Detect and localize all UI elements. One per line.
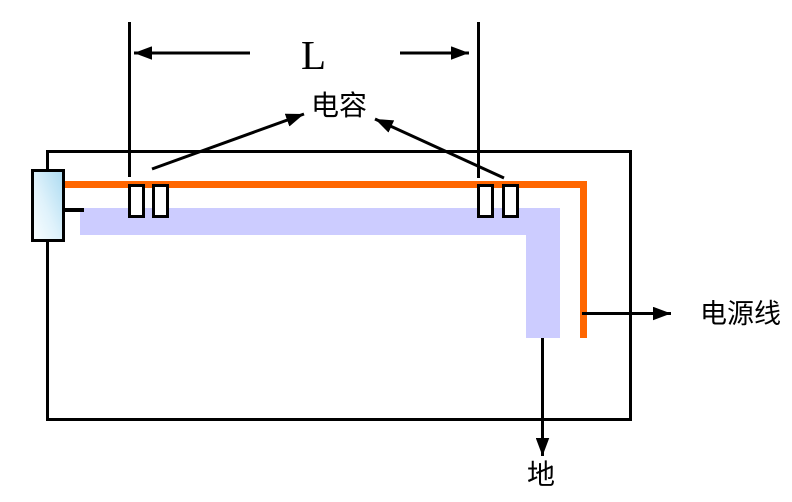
component-stub-wire [63,208,84,212]
decoupling-capacitor-3 [477,184,494,218]
board-outline [46,150,632,421]
decoupling-capacitor-4 [502,184,519,218]
ground-label: 地 [527,460,556,491]
source-component [31,169,65,242]
length-dimension-label: L [301,32,327,78]
power-trace-horizontal [63,181,586,188]
ground-trace-vertical [526,235,560,338]
capacitor-label: 电容 [311,91,368,122]
power-line-label: 电源线 [700,299,781,329]
decoupling-capacitor-2 [152,184,169,218]
power-trace-vertical [580,181,587,338]
decoupling-capacitor-1 [128,184,145,218]
